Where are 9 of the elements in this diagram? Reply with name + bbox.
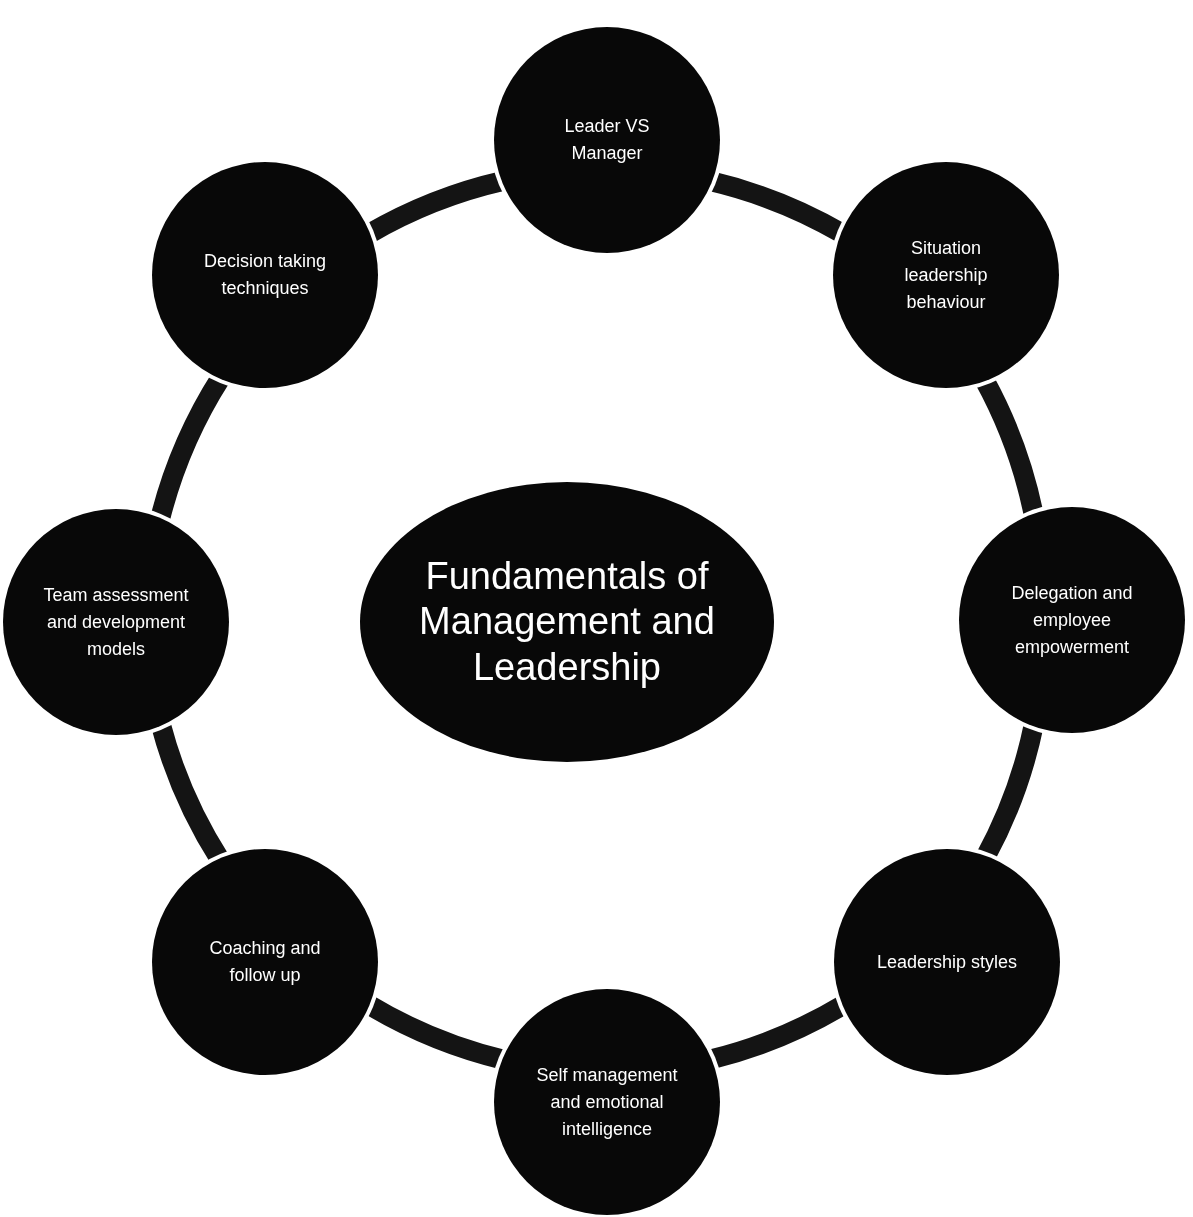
topic-label: Decision taking techniques: [202, 250, 328, 300]
center-label: Fundamentals of Management and Leadership: [418, 553, 716, 690]
topic-label: Leadership styles: [876, 950, 1018, 974]
topic-label: Self management and emotional intelligence: [535, 1063, 679, 1141]
topic-label: Leader VS Manager: [563, 115, 651, 165]
topic-label: Team assessment and development models: [42, 583, 190, 661]
topic-label: Situation leadership behaviour: [903, 236, 989, 314]
topic-label: Delegation and employee empowerment: [1010, 581, 1134, 659]
topic-label: Coaching and follow up: [208, 937, 322, 987]
